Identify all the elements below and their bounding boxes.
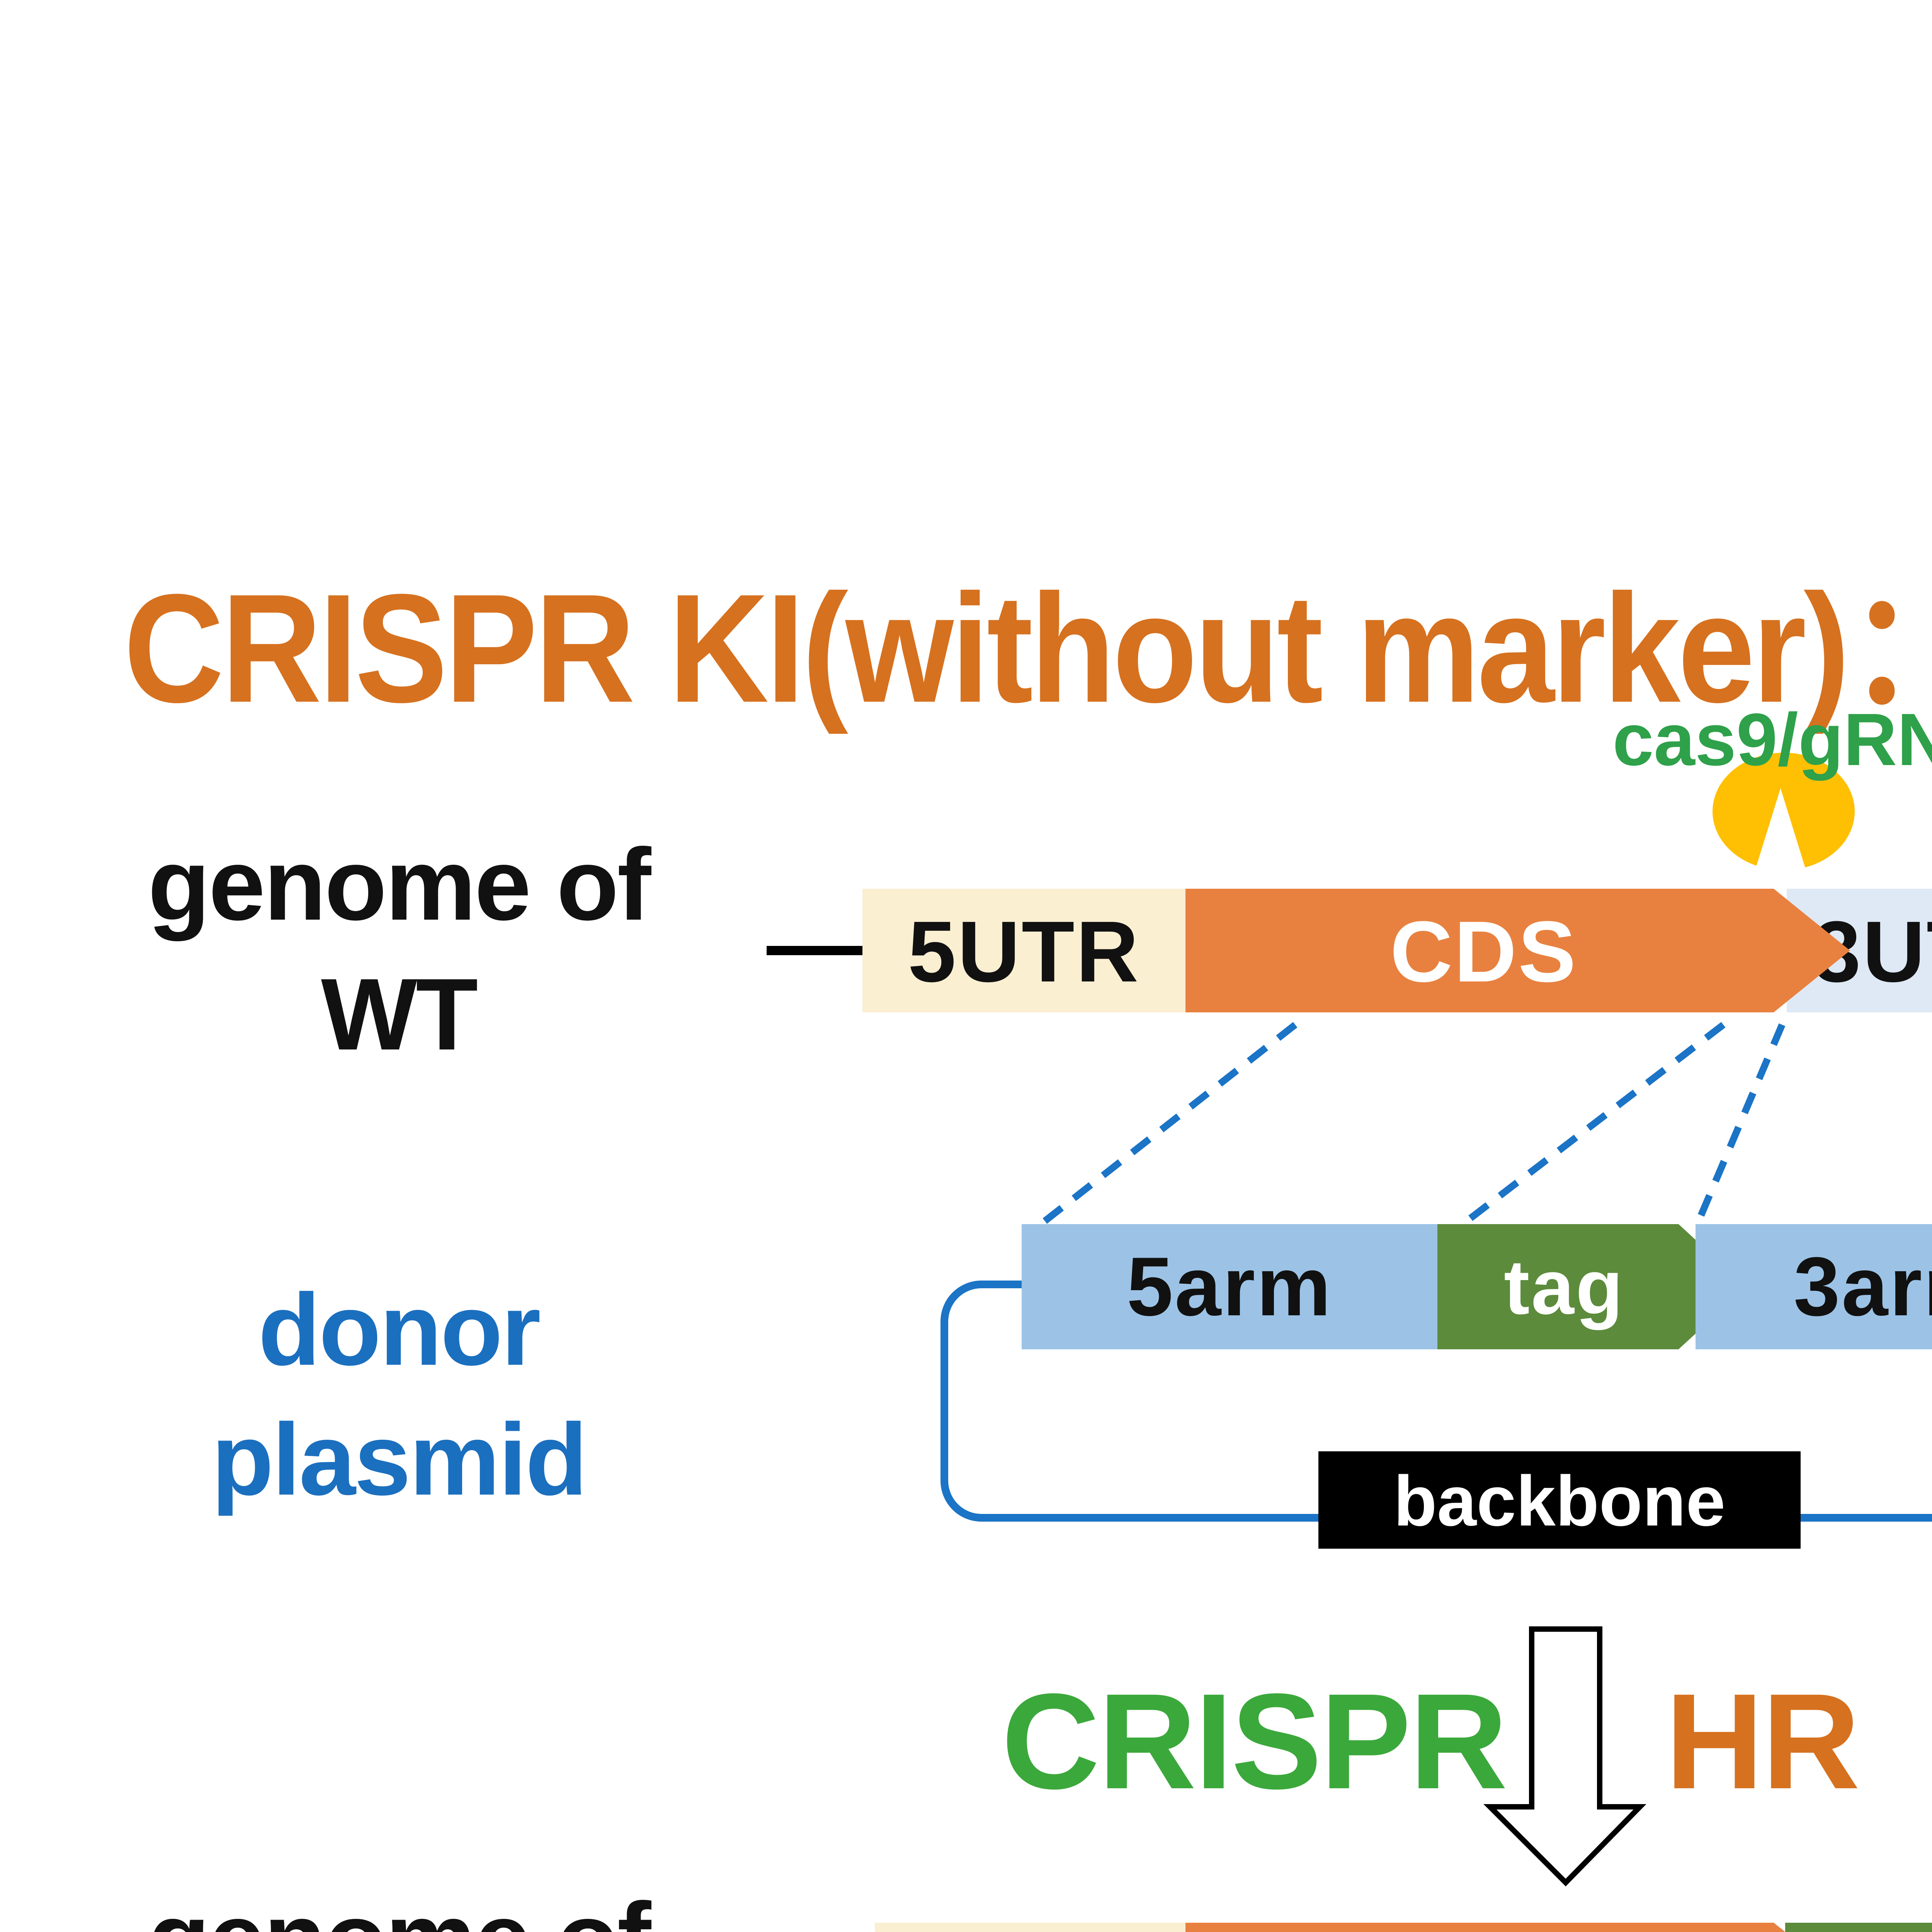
- homology-dashed-line-2: [1464, 1022, 1726, 1224]
- ki-cds-arrow: CDS: [1185, 1923, 1850, 1932]
- donor-3arm-box: 3arm: [1696, 1224, 1932, 1349]
- cas9-cut-icon-notch: [1753, 788, 1808, 878]
- down-arrow-icon: [1483, 1626, 1646, 1886]
- donor-5arm-box: 5arm: [1022, 1224, 1437, 1349]
- donor-3arm-label: 3arm: [1793, 1240, 1932, 1333]
- donor-backbone-label: backbone: [1393, 1460, 1726, 1540]
- wt-cds-label: CDS: [1390, 902, 1578, 999]
- donor-plasmid-label-line1: donor: [258, 1272, 541, 1386]
- wt-5utr-label: 5UTR: [908, 902, 1140, 999]
- ki-5utr-box: 5UTR: [875, 1923, 1185, 1932]
- page-title: CRISPR KI(without marker)：: [124, 563, 1932, 736]
- donor-plasmid-label: donor plasmid: [90, 1264, 708, 1526]
- cas9-grna-label: cas9/gRNA: [1612, 700, 1932, 782]
- wt-5utr-box: 5UTR: [862, 889, 1185, 1012]
- donor-tag-label: tag: [1504, 1243, 1624, 1330]
- homology-dashed-line-3: [1695, 1023, 1786, 1223]
- ki-tag-arrow: tag: [1785, 1923, 1932, 1932]
- homology-dashed-line-1: [1043, 1022, 1298, 1224]
- donor-5arm-label: 5arm: [1126, 1240, 1333, 1333]
- ki-genome-label-line1: genome of: [90, 1873, 708, 1932]
- wt-cds-arrow: CDS: [1185, 889, 1850, 1012]
- process-hr-label: HR: [1665, 1665, 1860, 1818]
- donor-backbone-box: backbone: [1318, 1451, 1801, 1549]
- wt-genome-label-line1: genome of: [148, 827, 651, 941]
- wt-genome-label-line2: WT: [321, 957, 478, 1072]
- wt-3utr-box: 3UTR: [1787, 889, 1932, 1012]
- donor-tag-arrow: tag: [1437, 1224, 1747, 1349]
- donor-plasmid-label-line2: plasmid: [211, 1402, 588, 1517]
- wt-genome-label: genome of WT: [90, 819, 708, 1080]
- cas9-cut-icon: [1713, 753, 1855, 878]
- ki-genome-label: genome of KI: [90, 1873, 708, 1932]
- process-crispr-label: CRISPR: [1002, 1665, 1508, 1818]
